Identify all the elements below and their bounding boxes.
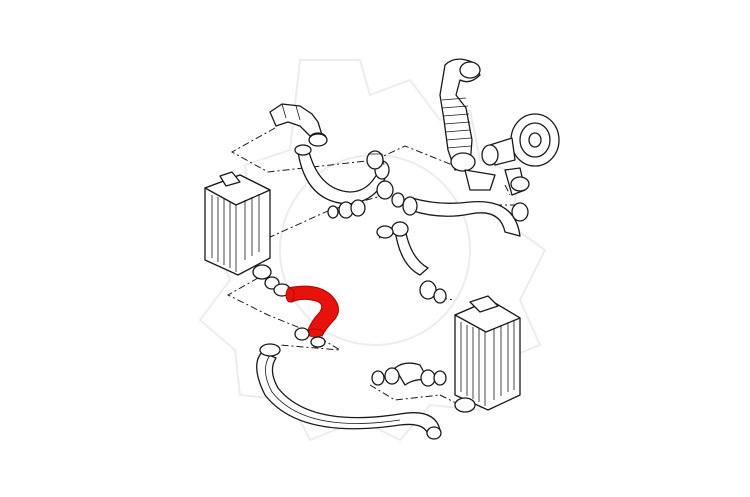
clamp-set-lower — [294, 327, 326, 348]
turbocharger — [481, 113, 560, 196]
intake-bellows — [439, 58, 496, 191]
red-intercooler-hose — [285, 285, 340, 338]
right-intercooler — [454, 295, 521, 413]
upper-hose — [294, 133, 390, 205]
left-intercooler — [204, 171, 280, 290]
right-long-hose — [402, 196, 529, 237]
clamp-set-upper — [327, 180, 405, 219]
lower-elbow-hose — [371, 362, 447, 387]
lower-long-pipe — [256, 343, 442, 440]
